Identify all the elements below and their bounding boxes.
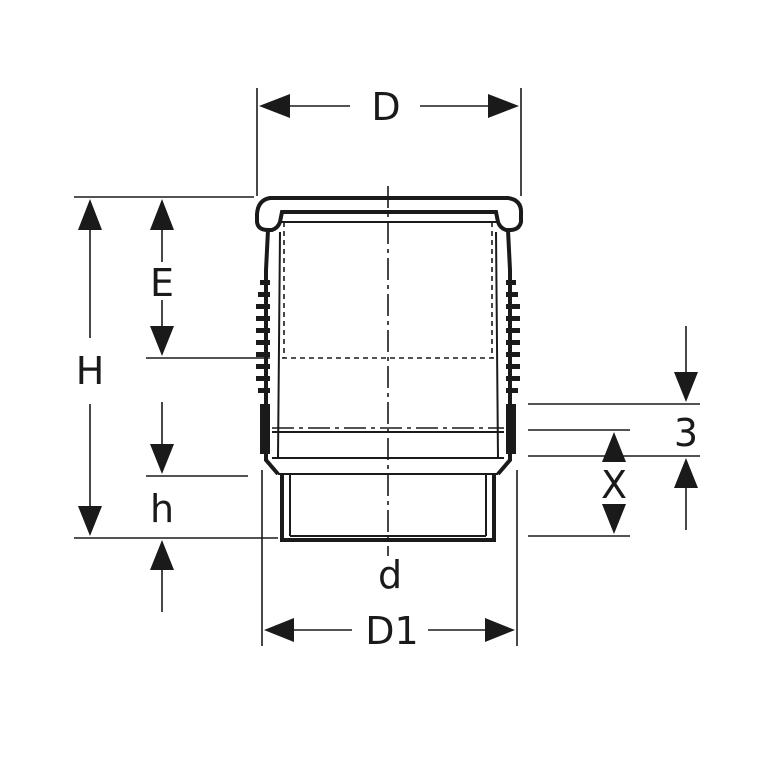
right-ribs xyxy=(506,280,520,454)
dimension-D: D xyxy=(256,85,522,196)
dimension-X: X xyxy=(528,429,630,537)
dimension-h: h xyxy=(146,402,248,612)
dimension-D1: D1 xyxy=(261,470,518,653)
dimension-E: E xyxy=(146,199,270,359)
label-D1: D1 xyxy=(365,609,418,653)
label-h: h xyxy=(150,487,174,531)
label-E: E xyxy=(150,261,174,305)
left-ribs xyxy=(256,280,270,454)
label-D: D xyxy=(371,85,400,129)
top-rim xyxy=(255,196,524,232)
pipe-fitting-body xyxy=(255,186,524,556)
label-H: H xyxy=(76,349,105,393)
dimension-H: H xyxy=(74,196,278,539)
label-d: d xyxy=(378,553,402,597)
right-inner-wall xyxy=(495,231,499,459)
left-inner-wall xyxy=(277,231,281,459)
label-X: X xyxy=(601,463,627,507)
dimension-3: 3 xyxy=(528,326,700,530)
label-3: 3 xyxy=(674,411,698,455)
